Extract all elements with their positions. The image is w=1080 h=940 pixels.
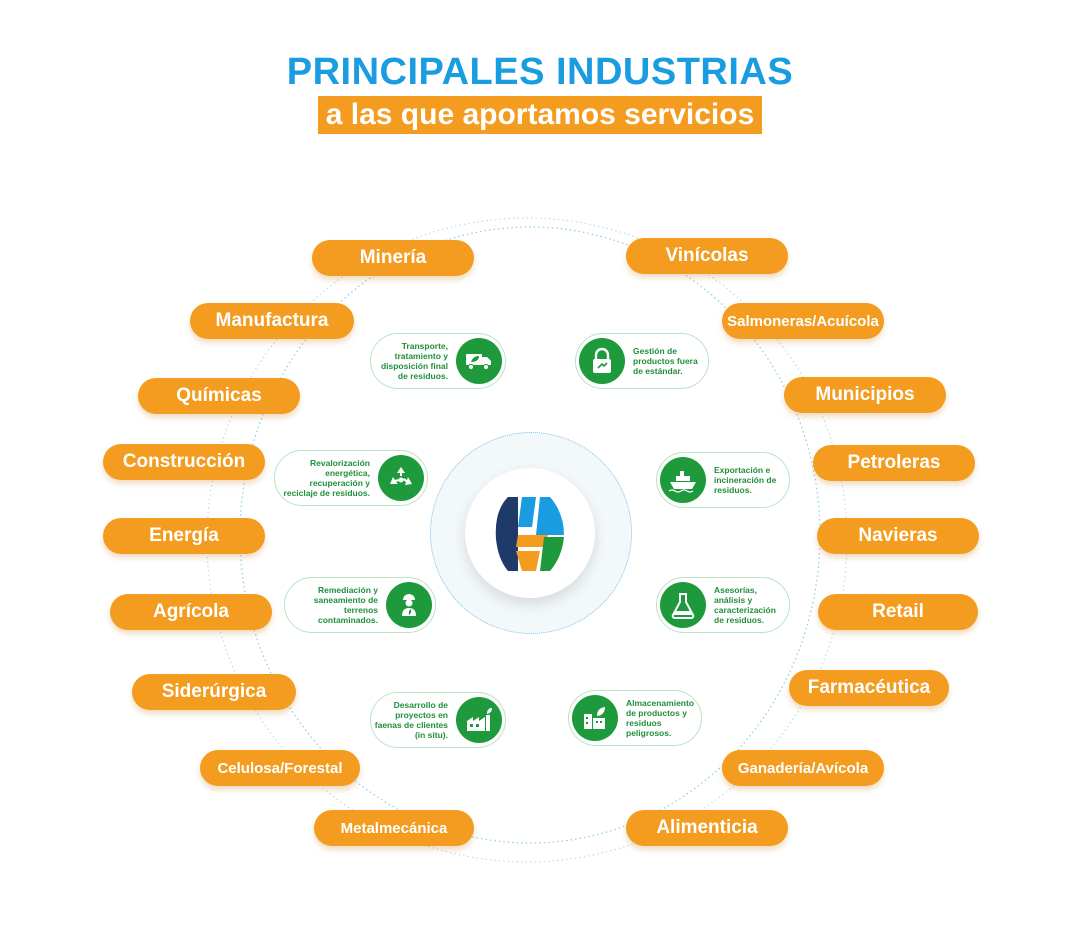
industry-retail: Retail [818, 594, 978, 630]
flask-icon [660, 582, 706, 628]
service-exportacion: Exportación e incineración de residuos. [656, 452, 790, 508]
industry-construccion: Construcción [103, 444, 265, 480]
service-asesorias-text: Asesorías, análisis y caracterización de… [714, 585, 776, 625]
title-block: PRINCIPALES INDUSTRIAS a las que aportam… [0, 50, 1080, 134]
industry-alimenticia: Alimenticia [626, 810, 788, 846]
industry-agricola: Agrícola [110, 594, 272, 630]
factory-leaf-icon [456, 697, 502, 743]
industry-petroleras: Petroleras [813, 445, 975, 481]
industry-quimicas: Químicas [138, 378, 300, 414]
service-remediacion-text: Remediación y saneamiento de terrenos co… [313, 585, 378, 625]
service-gestion: Gestión de productos fuera de estándar. [575, 333, 709, 389]
service-gestion-text: Gestión de productos fuera de estándar. [633, 346, 698, 376]
service-desarrollo-text: Desarrollo de proyectos en faenas de cli… [374, 700, 448, 740]
padlock-icon [579, 338, 625, 384]
service-desarrollo: Desarrollo de proyectos en faenas de cli… [370, 692, 506, 748]
page-subtitle: a las que aportamos servicios [317, 96, 763, 134]
industry-energia: Energía [103, 518, 265, 554]
service-almacenamiento-text: Almacenamiento de productos y residuos p… [626, 698, 695, 738]
ship-icon [660, 457, 706, 503]
recycle-icon [378, 455, 424, 501]
industry-salmoneras-acuicola: Salmoneras/Acuícola [722, 303, 884, 339]
service-exportacion-text: Exportación e incineración de residuos. [714, 465, 777, 495]
service-revalorizacion: Revalorización energética, recuperación … [274, 450, 428, 506]
service-almacenamiento: Almacenamiento de productos y residuos p… [568, 690, 702, 746]
industry-celulosa-forestal: Celulosa/Forestal [200, 750, 360, 786]
industry-municipios: Municipios [784, 377, 946, 413]
industry-farmaceutica: Farmacéutica [789, 670, 949, 706]
truck-leaf-icon [456, 338, 502, 384]
warehouse-leaf-icon [572, 695, 618, 741]
service-transporte-text: Transporte, tratamiento y disposición fi… [380, 341, 448, 381]
company-h-logo-icon [465, 468, 595, 598]
worker-plant-icon [386, 582, 432, 628]
industry-vinicolas: Vinícolas [626, 238, 788, 274]
industry-navieras: Navieras [817, 518, 979, 554]
service-transporte: Transporte, tratamiento y disposición fi… [370, 333, 506, 389]
industry-siderurgica: Siderúrgica [132, 674, 296, 710]
service-revalorizacion-text: Revalorización energética, recuperación … [283, 458, 370, 498]
page-title: PRINCIPALES INDUSTRIAS [286, 51, 794, 93]
service-asesorias: Asesorías, análisis y caracterización de… [656, 577, 790, 633]
service-remediacion: Remediación y saneamiento de terrenos co… [284, 577, 436, 633]
industry-ganaderia-avicola: Ganadería/Avícola [722, 750, 884, 786]
industry-manufactura: Manufactura [190, 303, 354, 339]
industry-mineria: Minería [312, 240, 474, 276]
industry-metalmecanica: Metalmecánica [314, 810, 474, 846]
